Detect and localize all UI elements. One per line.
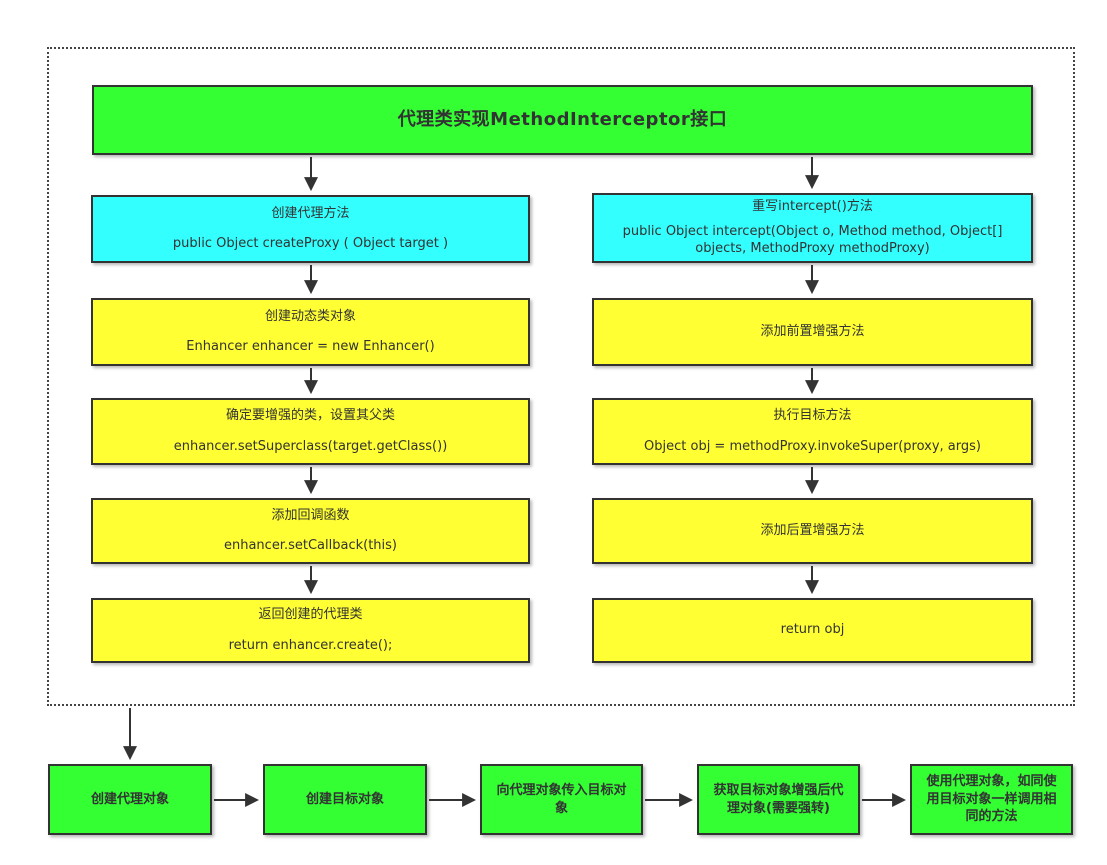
flow-get-enhanced-proxy: 获取目标对象增强后代理对象(需要强转) (697, 764, 860, 835)
dotted-boundary-frame (47, 47, 1075, 706)
flow-label: 向代理对象传入目标对象 (496, 782, 627, 816)
flow-create-proxy-object: 创建代理对象 (48, 764, 212, 835)
step-create-proxy-method: 创建代理方法 public Object createProxy ( Objec… (91, 195, 530, 263)
flow-create-target-object: 创建目标对象 (263, 764, 427, 835)
step-title: return obj (780, 622, 845, 638)
step-code: public Object intercept(Object o, Method… (622, 224, 1003, 256)
step-return-proxy: 返回创建的代理类 return enhancer.create(); (91, 598, 530, 663)
step-title: 添加回调函数 (271, 507, 350, 523)
step-title: 返回创建的代理类 (258, 607, 363, 623)
step-code: return enhancer.create(); (228, 637, 393, 653)
step-set-callback: 添加回调函数 enhancer.setCallback(this) (91, 498, 530, 564)
step-code: enhancer.setCallback(this) (223, 538, 397, 553)
step-title: 创建代理方法 (271, 205, 350, 221)
step-invoke-target: 执行目标方法 Object obj = methodProxy.invokeSu… (592, 398, 1033, 465)
step-title: 确定要增强的类，设置其父类 (225, 408, 395, 424)
step-code: Object obj = methodProxy.invokeSuper(pro… (644, 438, 981, 454)
step-title: 添加前置增强方法 (760, 323, 865, 339)
step-after-advice: 添加后置增强方法 (592, 498, 1033, 564)
header-box: 代理类实现MethodInterceptor接口 (92, 85, 1033, 155)
flow-label: 使用代理对象，如同使用目标对象一样调用相同的方法 (926, 774, 1057, 825)
step-code: Enhancer enhancer = new Enhancer() (186, 339, 435, 354)
step-create-enhancer: 创建动态类对象 Enhancer enhancer = new Enhancer… (91, 298, 530, 366)
step-title: 重写intercept()方法 (752, 199, 873, 215)
flow-label: 获取目标对象增强后代理对象(需要强转) (713, 782, 844, 816)
step-title: 执行目标方法 (773, 408, 852, 424)
step-code: public Object createProxy ( Object targe… (172, 236, 449, 251)
flow-use-proxy-object: 使用代理对象，如同使用目标对象一样调用相同的方法 (910, 764, 1073, 835)
step-title: 添加后置增强方法 (760, 522, 865, 538)
step-code: enhancer.setSuperclass(target.getClass()… (173, 438, 448, 454)
step-title: 创建动态类对象 (264, 308, 356, 324)
diagram-title: 代理类实现MethodInterceptor接口 (397, 108, 728, 130)
flow-label: 创建目标对象 (305, 791, 384, 807)
step-override-intercept: 重写intercept()方法 public Object intercept(… (592, 193, 1033, 263)
step-before-advice: 添加前置增强方法 (592, 298, 1033, 366)
step-return-obj: return obj (592, 598, 1033, 663)
flow-pass-target-to-proxy: 向代理对象传入目标对象 (480, 764, 643, 835)
step-set-superclass: 确定要增强的类，设置其父类 enhancer.setSuperclass(tar… (91, 398, 530, 465)
flow-label: 创建代理对象 (90, 791, 169, 807)
